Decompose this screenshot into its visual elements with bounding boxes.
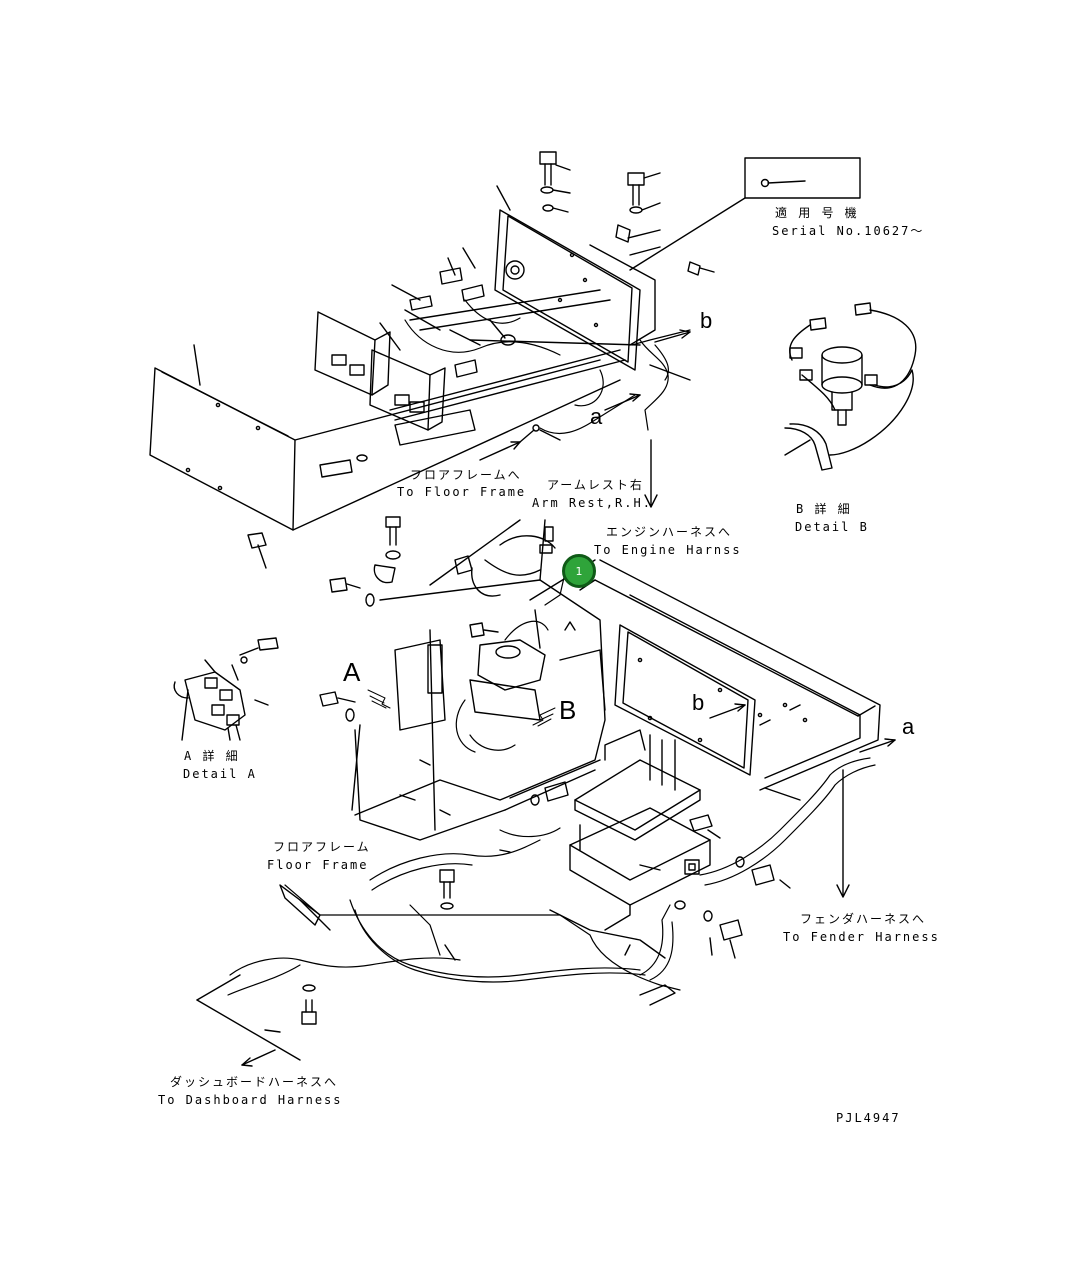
- detail-b-label-en: Detail B: [795, 520, 869, 534]
- link-arrow-a-top: [604, 393, 641, 411]
- link-b-bottom-letter: b: [692, 690, 705, 715]
- link-arrow-b-top: [654, 329, 691, 343]
- fender-harness-label-en: To Fender Harness: [783, 930, 940, 944]
- detail-b-label-jp: B 詳 細: [796, 502, 852, 516]
- floor-frame-arrow: [479, 429, 535, 461]
- dashboard-harness-label-en: To Dashboard Harness: [158, 1093, 343, 1107]
- link-b-top-letter: b: [700, 308, 713, 333]
- floor-frame-label-jp: フロアフレーム: [273, 840, 371, 854]
- upper-bolts: [247, 151, 701, 569]
- view-b-letter: B: [559, 695, 577, 725]
- engine-harness-arrow: [644, 439, 658, 508]
- detail-b-drawing: [784, 302, 917, 471]
- center-bracket-plate: [569, 729, 711, 931]
- floor-frame-to-label-jp: フロアフレームへ: [410, 468, 522, 482]
- part-callout-1-number: 1: [575, 564, 583, 578]
- part-callout-1[interactable]: 1: [562, 554, 596, 588]
- arm-rest-label-en: Arm Rest,R.H.: [532, 496, 652, 510]
- detail-a-label-en: Detail A: [183, 767, 257, 781]
- floor-frame: [564, 559, 881, 791]
- link-a-bottom-letter: a: [902, 714, 915, 739]
- serial-label-jp: 適 用 号 機: [775, 206, 859, 220]
- lower-leader-lines: [264, 519, 791, 1033]
- floor-mat: [279, 787, 801, 1006]
- upper-bracket-frame: [389, 209, 656, 421]
- arm-rest-label-jp: アームレスト右: [547, 478, 644, 492]
- upper-leader-lines: [379, 164, 715, 441]
- upper-harness-wires: [404, 299, 691, 434]
- console-housing: [354, 519, 606, 841]
- link-arrow-b-bottom: [709, 703, 746, 719]
- fender-harness-label-jp: フェンダハーネスへ: [800, 912, 927, 926]
- fender-harness-arrow: [836, 769, 850, 898]
- engine-harness-label-jp: エンジンハーネスへ: [606, 525, 733, 539]
- floor-frame-to-label-en: To Floor Frame: [397, 485, 527, 499]
- view-arrow-b: [532, 707, 556, 727]
- drawing-number: PJL4947: [836, 1111, 901, 1125]
- serial-applicability-box: [629, 157, 861, 271]
- link-arrow-a-bottom: [859, 738, 896, 753]
- lower-harness-wires: [227, 559, 876, 996]
- view-arrow-a: [367, 689, 391, 709]
- view-a-letter: A: [343, 657, 361, 687]
- dashboard-harness-label-jp: ダッシュボードハーネスへ: [170, 1075, 339, 1089]
- upper-panel: [149, 344, 621, 531]
- engine-harness-label-en: To Engine Harnss: [594, 543, 742, 557]
- serial-label-en: Serial No.10627～: [772, 224, 925, 238]
- detail-a-label-jp: A 詳 細: [184, 749, 240, 763]
- dashboard-harness-arrow: [196, 974, 301, 1067]
- floor-frame-label-en: Floor Frame: [267, 858, 369, 872]
- detail-a-drawing: [173, 659, 269, 741]
- upper-controller-units: [314, 311, 476, 446]
- lower-fasteners: [239, 516, 775, 1025]
- link-a-top-letter: a: [590, 404, 603, 429]
